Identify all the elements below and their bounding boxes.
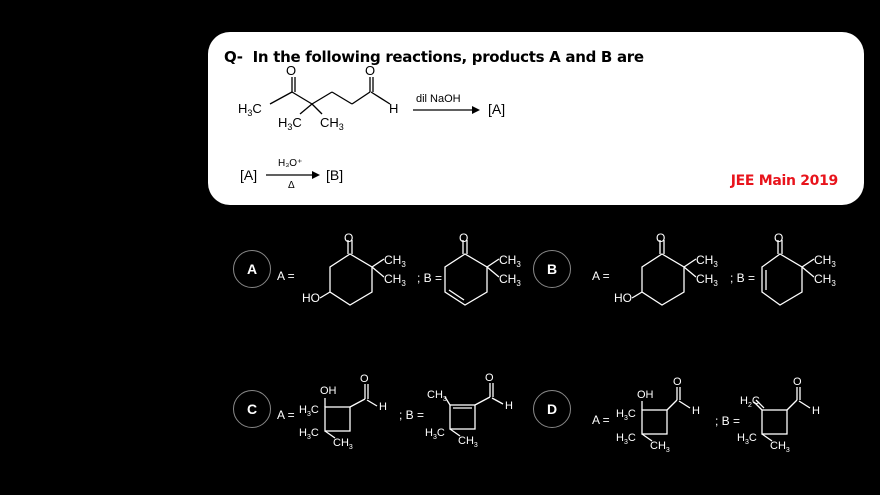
svg-text:CH3: CH3 bbox=[427, 389, 447, 403]
option-b-badge[interactable]: B bbox=[533, 250, 571, 288]
question-number: Q- bbox=[224, 48, 243, 66]
svg-text:; B =: ; B = bbox=[730, 271, 755, 285]
svg-text:H3C: H3C bbox=[616, 408, 636, 422]
svg-text:H: H bbox=[389, 101, 398, 116]
svg-text:O: O bbox=[485, 372, 494, 384]
option-b-a-label: A = bbox=[592, 269, 610, 283]
svg-text:O: O bbox=[656, 231, 665, 245]
svg-text:O: O bbox=[673, 376, 682, 388]
option-c-badge[interactable]: C bbox=[233, 390, 271, 428]
svg-text:CH3: CH3 bbox=[696, 272, 718, 288]
product-b-bracket: [B] bbox=[326, 167, 343, 183]
svg-text:CH3: CH3 bbox=[650, 440, 670, 454]
question-text: Q-In the following reactions, products A… bbox=[224, 48, 644, 66]
svg-text:H: H bbox=[379, 401, 387, 413]
svg-text:; B =: ; B = bbox=[417, 271, 442, 285]
svg-text:CH3: CH3 bbox=[499, 253, 521, 269]
svg-text:O: O bbox=[365, 63, 375, 78]
exam-tag: JEE Main 2019 bbox=[730, 173, 839, 189]
svg-text:CH3: CH3 bbox=[814, 253, 836, 269]
svg-text:O: O bbox=[793, 376, 802, 388]
option-c-a-label: A = bbox=[277, 408, 295, 422]
svg-text:H3C: H3C bbox=[425, 427, 445, 441]
reagent-dil-naoh: dil NaOH bbox=[416, 93, 461, 105]
svg-text:CH3: CH3 bbox=[384, 272, 406, 288]
svg-text:HO: HO bbox=[614, 291, 632, 305]
svg-text:; B =: ; B = bbox=[399, 408, 424, 422]
svg-text:[A]: [A] bbox=[240, 167, 257, 183]
option-a-badge[interactable]: A bbox=[233, 250, 271, 288]
option-d-a-label: A = bbox=[592, 413, 610, 427]
svg-text:CH3: CH3 bbox=[458, 435, 478, 449]
svg-text:H3C: H3C bbox=[299, 404, 319, 418]
svg-text:H3C: H3C bbox=[299, 427, 319, 441]
svg-text:CH3: CH3 bbox=[770, 440, 790, 454]
svg-text:H: H bbox=[505, 400, 513, 412]
svg-text:H3C: H3C bbox=[616, 432, 636, 446]
svg-text:O: O bbox=[774, 231, 783, 245]
svg-text:H: H bbox=[812, 405, 820, 417]
question-card: Q-In the following reactions, products A… bbox=[208, 32, 864, 205]
svg-text:H3C: H3C bbox=[737, 432, 757, 446]
svg-text:O: O bbox=[459, 231, 468, 245]
svg-text:H3C: H3C bbox=[238, 101, 262, 118]
svg-text:OH: OH bbox=[637, 389, 654, 401]
svg-text:H: H bbox=[692, 405, 700, 417]
svg-text:; B =: ; B = bbox=[715, 414, 740, 428]
svg-text:OH: OH bbox=[320, 385, 337, 397]
svg-text:O: O bbox=[360, 373, 369, 385]
svg-text:CH3: CH3 bbox=[696, 253, 718, 269]
svg-text:H2C: H2C bbox=[740, 395, 760, 409]
svg-text:CH3: CH3 bbox=[333, 437, 353, 451]
reagent-h3o-plus: H₃O⁺ bbox=[278, 158, 302, 169]
reaction-1-scheme: O O H3C H3C CH3 H dil NaOH [A] [A] H₃O⁺ … bbox=[238, 63, 505, 191]
svg-text:H3C: H3C bbox=[278, 115, 302, 132]
option-a-a-label: A = bbox=[277, 269, 295, 283]
product-a-bracket: [A] bbox=[488, 101, 505, 117]
svg-text:O: O bbox=[286, 63, 296, 78]
svg-text:CH3: CH3 bbox=[499, 272, 521, 288]
svg-text:CH3: CH3 bbox=[384, 253, 406, 269]
heat-delta: Δ bbox=[288, 180, 295, 191]
svg-text:O: O bbox=[344, 231, 353, 245]
svg-text:CH3: CH3 bbox=[320, 115, 344, 132]
option-d-badge[interactable]: D bbox=[533, 390, 571, 428]
svg-text:HO: HO bbox=[302, 291, 320, 305]
svg-text:CH3: CH3 bbox=[814, 272, 836, 288]
